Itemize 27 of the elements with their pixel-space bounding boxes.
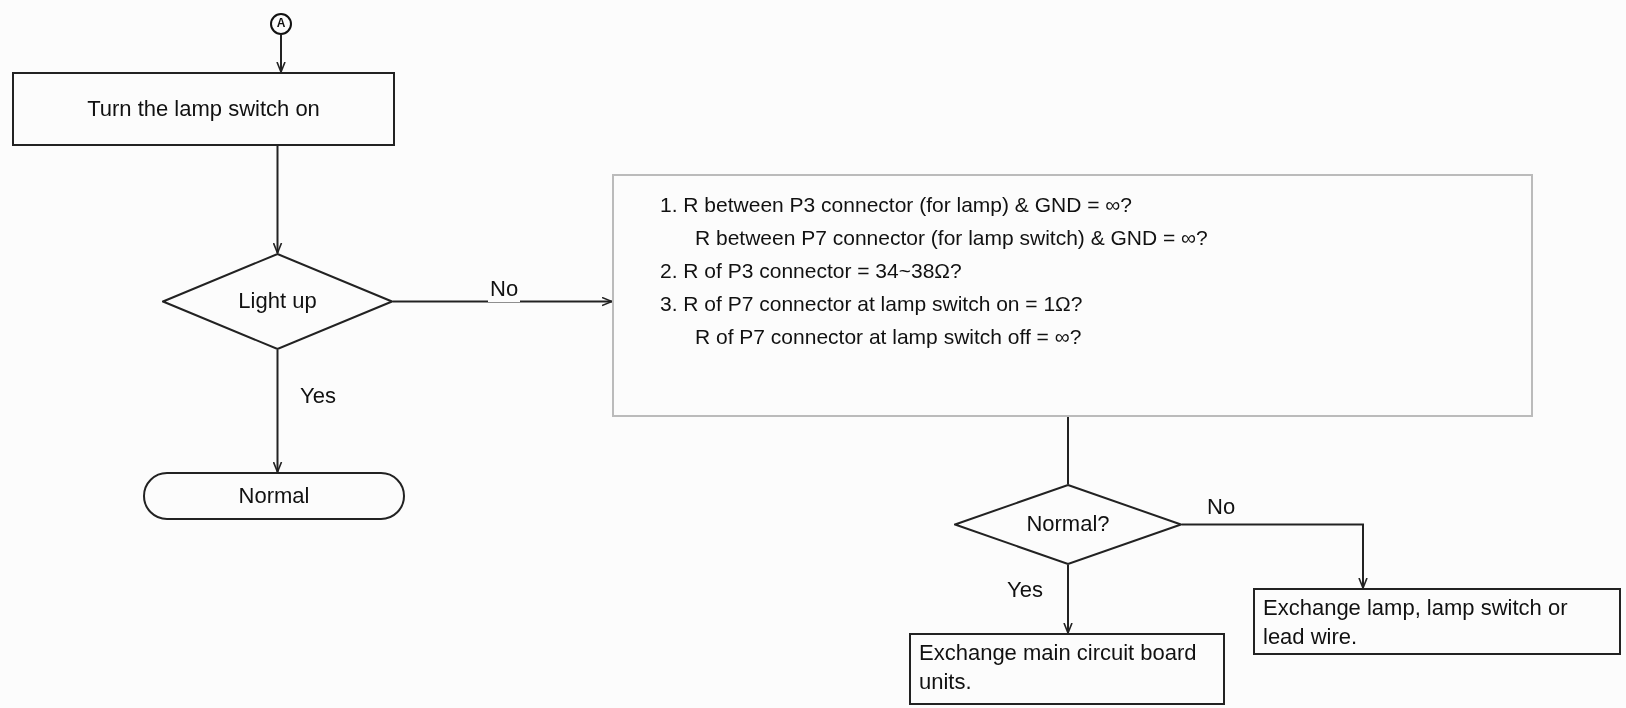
step-text: Light up	[238, 287, 317, 316]
question-text: R between P7 connector (for lamp switch) & GND = ∞?	[694, 225, 1208, 251]
terminal-box	[143, 472, 405, 520]
step-text: Normal?	[1026, 510, 1110, 539]
process-box	[12, 72, 395, 146]
arrow	[276, 34, 286, 73]
arrow	[272, 349, 283, 473]
question-text: R of P7 connector at lamp switch off = ∞?	[694, 324, 1082, 350]
step-text: Normal	[238, 481, 310, 510]
decision-diamond	[162, 253, 393, 350]
action-text: Exchange lamp, lamp switch or lead wire.	[1263, 594, 1569, 651]
arrow	[272, 145, 283, 254]
connector-letter: A	[276, 16, 286, 32]
question-text: 2. R of P3 connector = 34~38Ω?	[660, 258, 962, 284]
step-text: Turn the lamp switch on	[87, 94, 320, 123]
question-text: 3. R of P7 connector at lamp switch on = 1Ω?	[660, 291, 1083, 317]
action-text: Exchange main circuit board units.	[919, 639, 1198, 696]
arrow	[1181, 523, 1368, 589]
connector-circle	[270, 13, 292, 35]
decision-diamond	[954, 484, 1182, 565]
question-text: 1. R between P3 connector (for lamp) & GND = ∞?	[660, 192, 1132, 218]
process-box	[1253, 588, 1621, 655]
arrow	[392, 296, 613, 307]
process-box	[612, 174, 1533, 417]
process-box	[909, 633, 1225, 705]
arrow	[1063, 564, 1073, 634]
connector-line	[1067, 416, 1069, 485]
